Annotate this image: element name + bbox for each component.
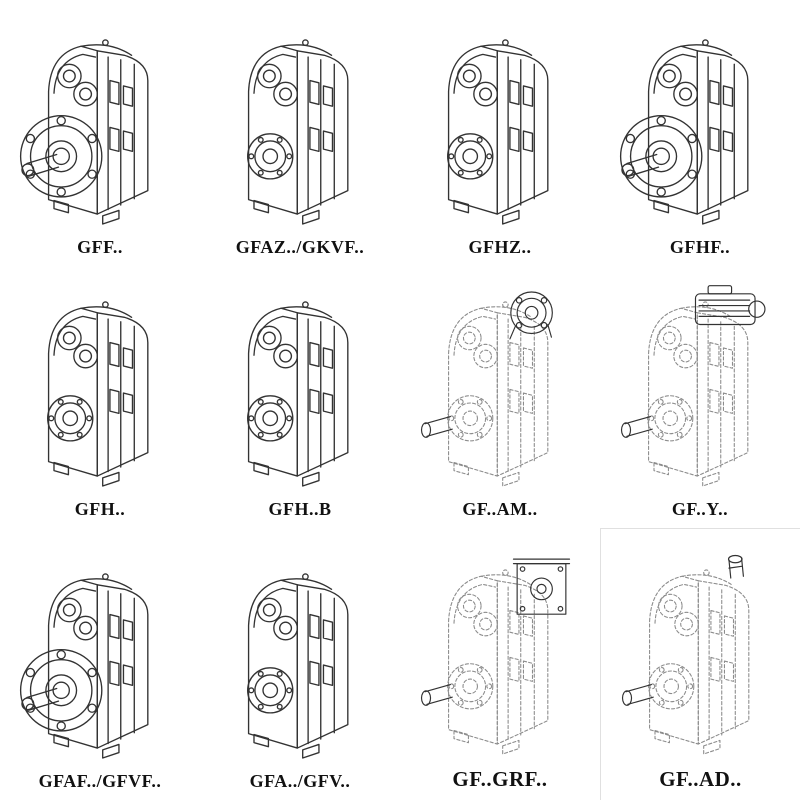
gearbox-cell: GF..GRF.. — [400, 528, 600, 800]
housing-outline — [49, 302, 148, 486]
gearbox-cell: GFAF../GFVF.. — [0, 528, 200, 800]
gearbox-cell: GFAZ../GKVF.. — [200, 0, 400, 266]
gearbox-cell: GFH..B — [200, 266, 400, 528]
gearbox-technical-drawing — [611, 551, 791, 763]
gear-bores — [658, 64, 698, 105]
gear-bores — [58, 326, 98, 367]
output-hub-dashed — [648, 396, 693, 441]
model-label: GFHF.. — [669, 237, 731, 257]
model-label: GFF.. — [77, 237, 123, 257]
output-hub-dashed — [448, 664, 493, 709]
gearbox-technical-drawing — [10, 555, 190, 767]
output-hub-dashed — [448, 396, 493, 441]
gearbox-cell: GFHZ.. — [400, 0, 600, 266]
gear-bores — [458, 64, 498, 105]
input-adapter-box — [514, 559, 570, 614]
gearbox-technical-drawing — [610, 283, 790, 495]
gearbox-cell: GF..Y.. — [600, 266, 800, 528]
gearbox-technical-drawing — [210, 21, 390, 233]
output-hub — [448, 134, 493, 179]
housing-outline — [449, 40, 548, 224]
gearbox-technical-drawing — [410, 283, 590, 495]
housing-outline — [249, 302, 348, 486]
output-hub-dashed — [648, 664, 693, 709]
gearbox-cell: GFF.. — [0, 0, 200, 266]
output-hub — [248, 396, 293, 441]
housing-outline-dashed — [449, 570, 548, 754]
housing-outline-dashed — [649, 570, 748, 754]
gearbox-technical-drawing — [210, 283, 390, 495]
housing-outline — [249, 40, 348, 224]
model-label: GF..AD.. — [659, 767, 742, 791]
gear-bores — [58, 598, 98, 639]
output-flange — [621, 116, 702, 197]
gear-bores-dashed — [458, 594, 498, 635]
gearbox-technical-drawing — [10, 21, 190, 233]
model-label: GF..GRF.. — [452, 767, 548, 791]
model-label: GFH.. — [74, 499, 126, 519]
gearbox-technical-drawing — [410, 551, 590, 763]
gear-bores-dashed — [658, 326, 698, 367]
gear-bores-dashed — [658, 594, 698, 635]
gearbox-cell: GFH.. — [0, 266, 200, 528]
output-hub — [248, 134, 293, 179]
model-label: GFH..B — [268, 499, 332, 519]
housing-outline-dashed — [649, 302, 748, 486]
model-label: GF..Y.. — [671, 499, 729, 519]
gearbox-technical-drawing — [610, 21, 790, 233]
input-shaft — [728, 556, 743, 579]
model-label: GFA../GFV.. — [249, 771, 351, 791]
gearbox-technical-drawing — [10, 283, 190, 495]
mounted-motor — [695, 286, 764, 325]
gearbox-cell: GF..AM.. — [400, 266, 600, 528]
output-hub — [248, 668, 293, 713]
gear-bores — [258, 598, 298, 639]
output-hub — [48, 396, 93, 441]
housing-outline-dashed — [449, 302, 548, 486]
gear-bores — [258, 326, 298, 367]
model-label: GF..AM.. — [462, 499, 538, 519]
gear-bores — [258, 64, 298, 105]
model-label: GFHZ.. — [468, 237, 532, 257]
gearbox-cell: GFA../GFV.. — [200, 528, 400, 800]
gearbox-technical-drawing — [210, 555, 390, 767]
housing-outline — [249, 574, 348, 758]
model-label: GFAZ../GKVF.. — [235, 237, 365, 257]
output-flange — [21, 650, 102, 731]
gear-bores — [58, 64, 98, 105]
model-label: GFAF../GFVF.. — [38, 771, 162, 791]
gearbox-cell: GFHF.. — [600, 0, 800, 266]
gearbox-technical-drawing — [410, 21, 590, 233]
gear-bores-dashed — [458, 326, 498, 367]
output-flange — [21, 116, 102, 197]
gearbox-cell: GF..AD.. — [600, 528, 800, 800]
